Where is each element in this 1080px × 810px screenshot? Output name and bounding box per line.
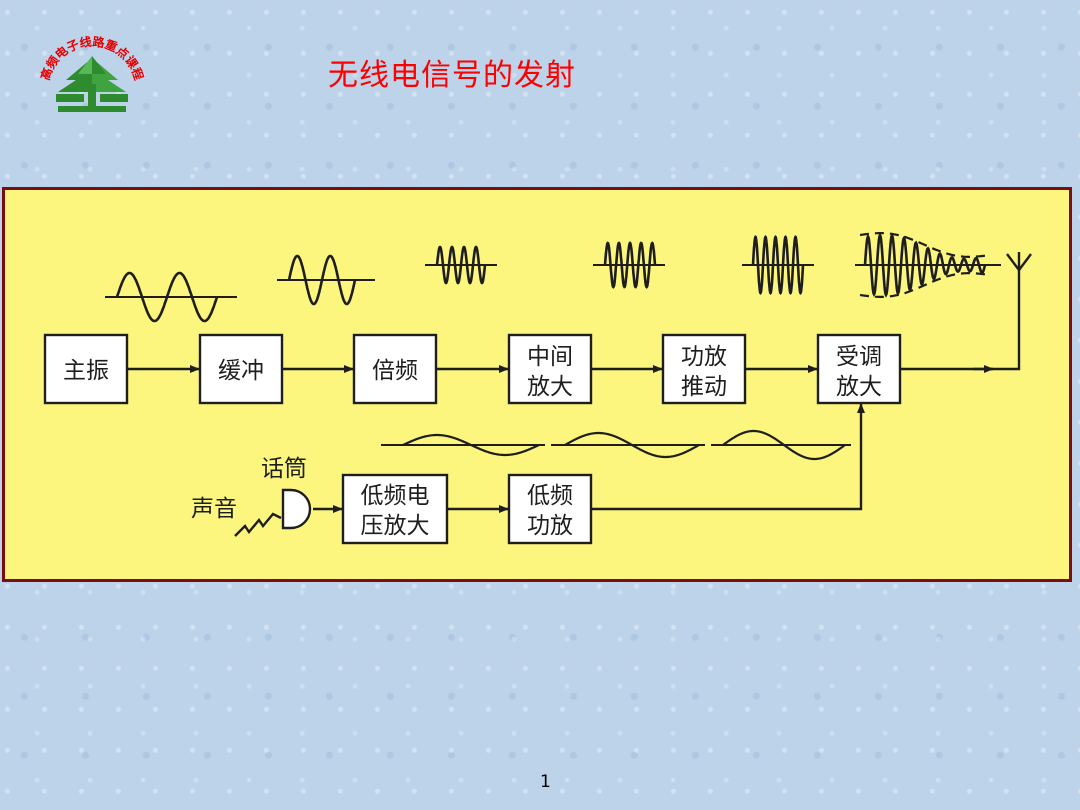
block-modulated-amplifier: 受调 放大 [816, 333, 902, 405]
audio-wave-1 [402, 433, 540, 457]
svg-text:压放大: 压放大 [361, 513, 430, 539]
sine-wave-main-osc [115, 271, 219, 323]
svg-text:主振: 主振 [63, 358, 109, 384]
block-lf-power-amplifier: 低频 功放 [507, 473, 593, 545]
block-frequency-multiplier: 倍频 [352, 333, 438, 405]
waveforms [105, 232, 1001, 461]
sound-wave-icon [234, 512, 282, 537]
logo: 高频电子线路重点课程 [37, 34, 147, 112]
svg-text:缓冲: 缓冲 [218, 358, 264, 384]
svg-text:中间: 中间 [527, 344, 573, 370]
multiplied-wave [435, 245, 487, 285]
page-title: 无线电信号的发射 [328, 58, 576, 93]
tree-logo-icon [56, 56, 128, 112]
am-modulated-wave [863, 232, 987, 298]
page-number: 1 [540, 772, 551, 792]
antenna-icon [1006, 252, 1032, 271]
block-power-driver: 功放 推动 [661, 333, 747, 405]
svg-text:放大: 放大 [836, 374, 882, 400]
svg-text:低频: 低频 [527, 483, 573, 509]
audio-wave-3 [722, 429, 846, 461]
audio-wave-2 [564, 431, 700, 459]
svg-text:低频电: 低频电 [361, 483, 430, 509]
sound-label: 声音 [191, 496, 237, 522]
block-buffer: 缓冲 [198, 333, 284, 405]
svg-text:放大: 放大 [527, 374, 573, 400]
diagram-panel: 主振 缓冲 倍频 中间 放大 功放 推动 受调 放大 低频电 压 [2, 187, 1072, 582]
svg-text:倍频: 倍频 [372, 358, 418, 384]
svg-text:功放: 功放 [527, 513, 573, 539]
block-main-oscillator: 主振 [43, 333, 129, 405]
svg-text:功放: 功放 [681, 344, 727, 370]
svg-text:推动: 推动 [681, 374, 727, 400]
am-envelope-bottom [859, 272, 991, 298]
am-envelope-top [859, 232, 991, 258]
block-lf-voltage-amplifier: 低频电 压放大 [341, 473, 449, 545]
sine-wave-buffer [287, 254, 357, 306]
driver-wave [751, 235, 805, 295]
block-intermediate-amplifier: 中间 放大 [507, 333, 593, 405]
microphone-icon [281, 488, 312, 530]
microphone-label: 话筒 [261, 456, 307, 482]
intermediate-wave [603, 241, 657, 289]
svg-text:受调: 受调 [836, 344, 882, 370]
transmitter-block-diagram: 主振 缓冲 倍频 中间 放大 功放 推动 受调 放大 低频电 压 [43, 232, 1032, 545]
signal-connections [127, 270, 1021, 513]
